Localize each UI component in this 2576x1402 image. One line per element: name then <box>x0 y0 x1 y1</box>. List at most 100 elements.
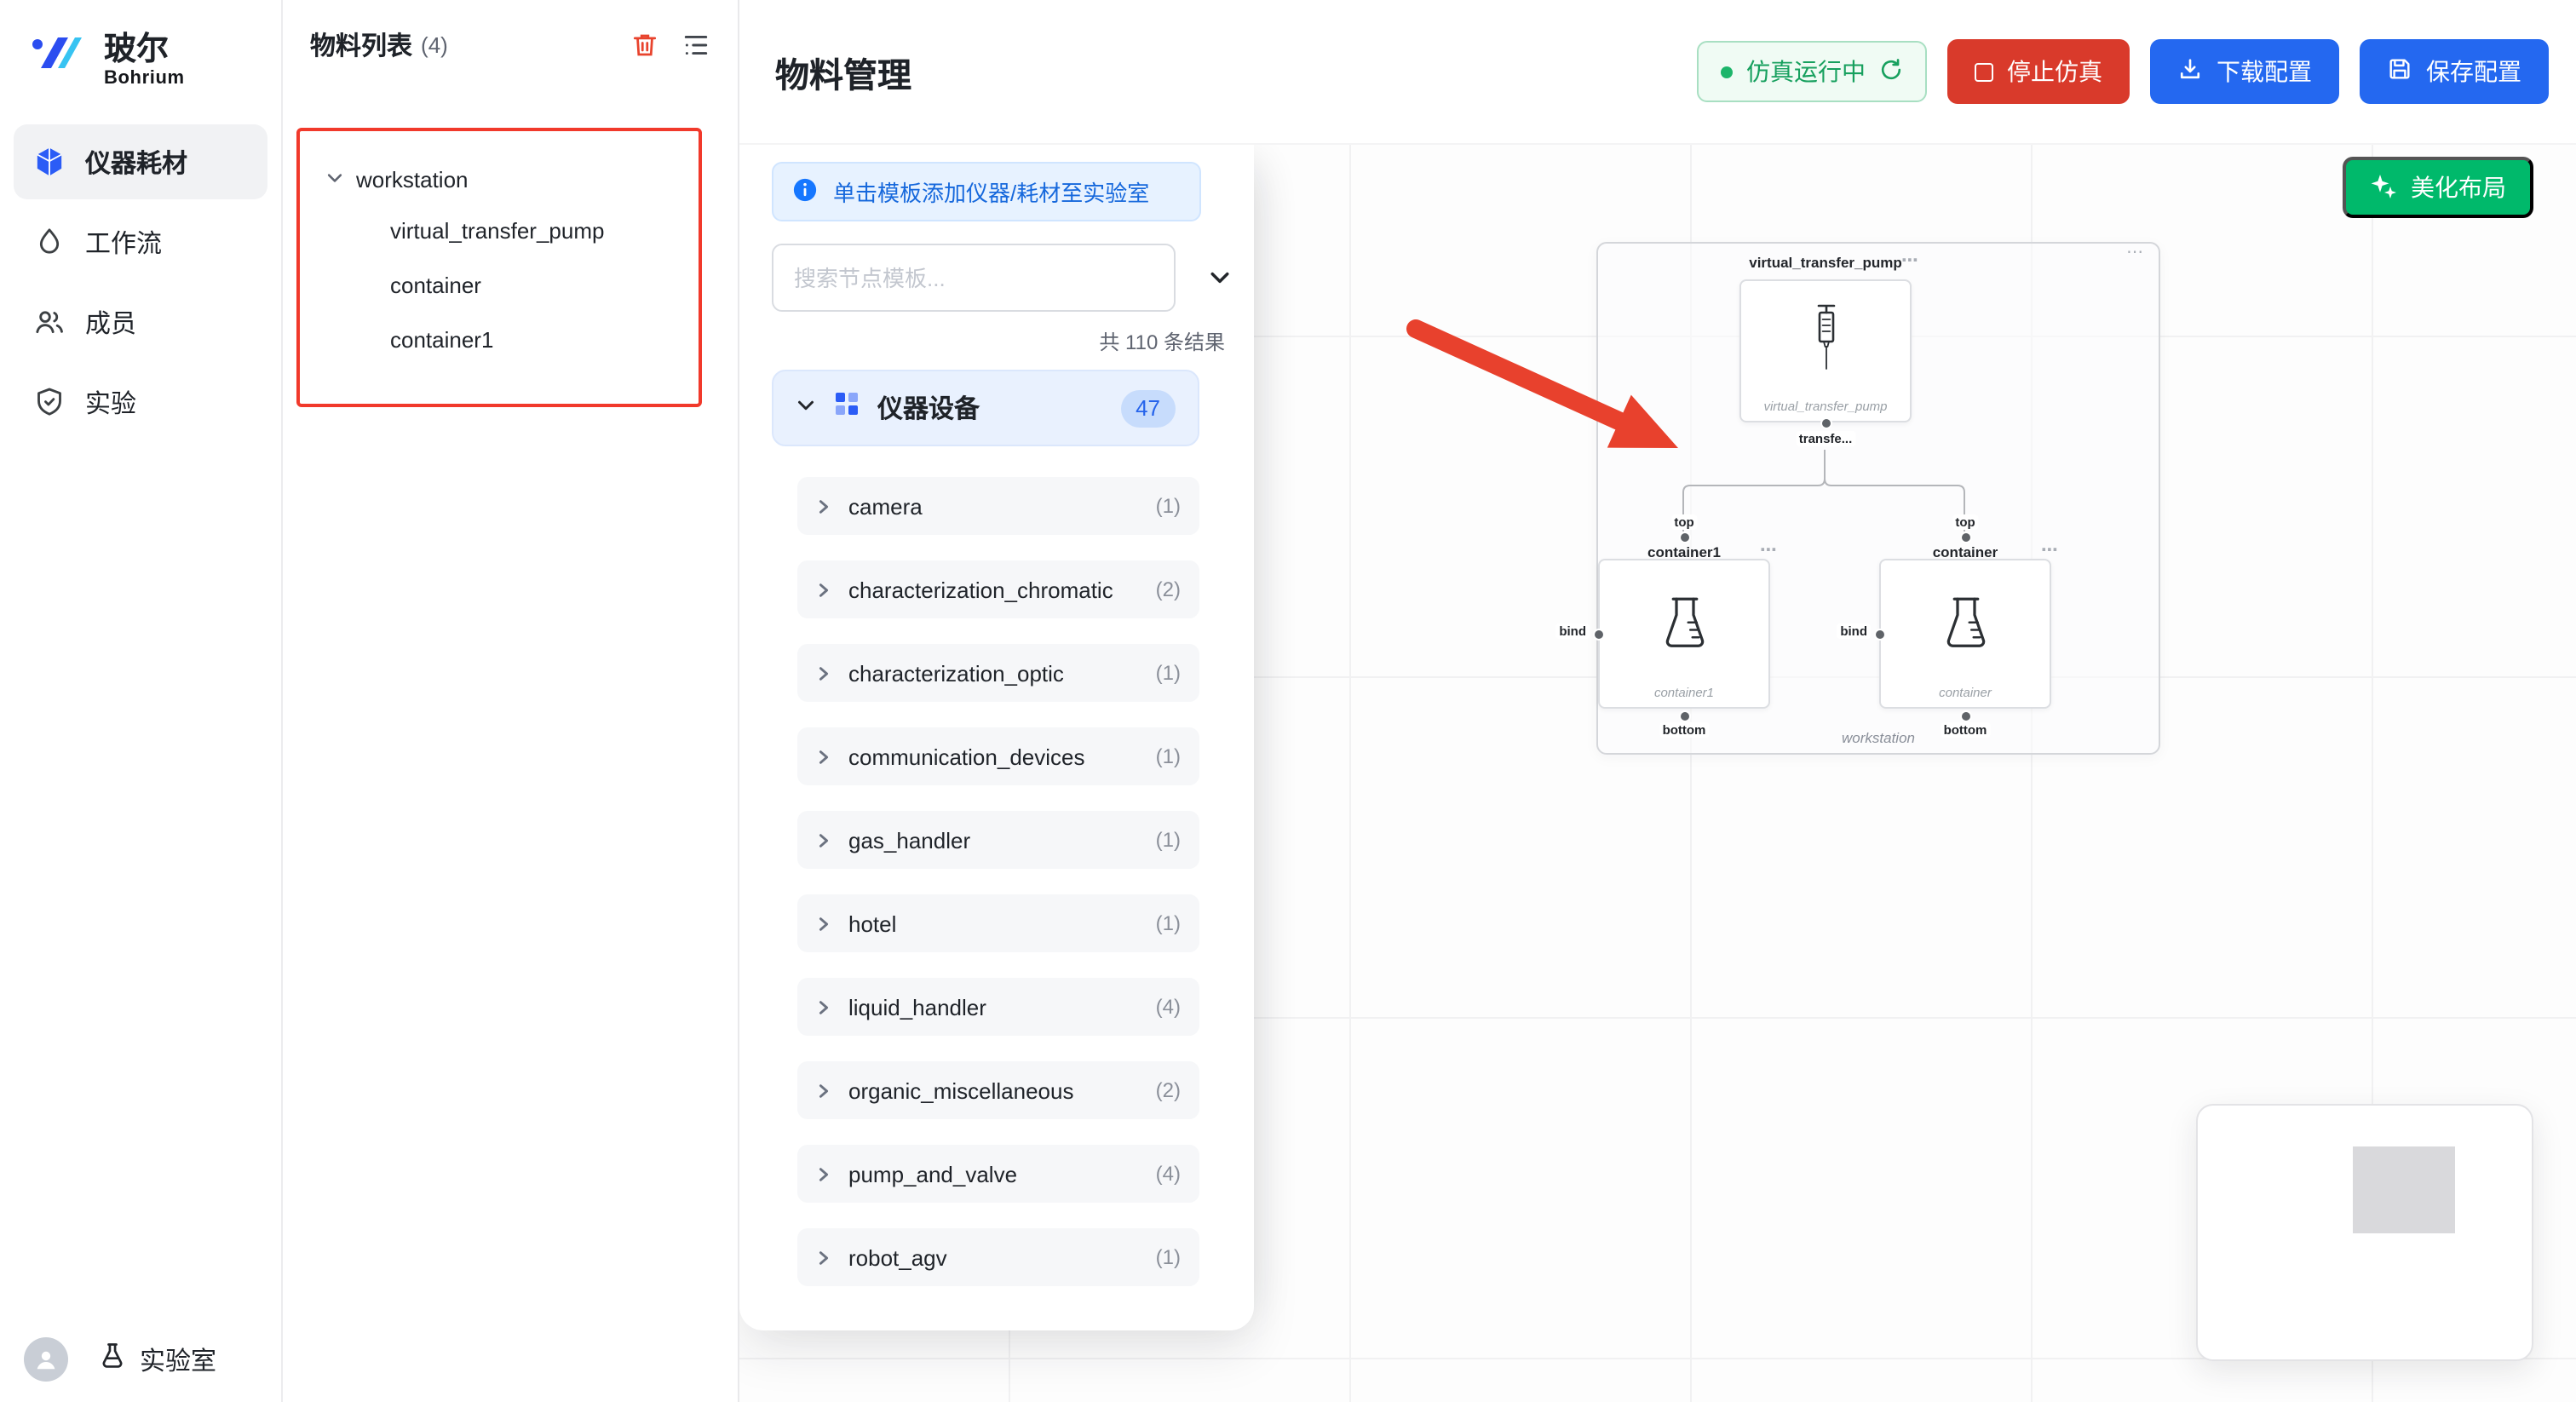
simulation-status-pill[interactable]: 仿真运行中 <box>1697 41 1927 102</box>
beaker-icon <box>1940 560 1991 685</box>
chevron-down-icon[interactable] <box>325 166 344 192</box>
chevron-right-icon <box>816 1166 831 1181</box>
bohrium-logo-icon <box>24 24 89 97</box>
node-caption: container1 <box>1653 685 1715 700</box>
category-count: (1) <box>1155 661 1181 685</box>
sidebar: 玻尔 Bohrium 仪器耗材 工作流 成员 <box>0 0 283 1402</box>
sidebar-item-experiments[interactable]: 实验 <box>14 365 267 440</box>
node-card[interactable]: container1 <box>1598 559 1770 709</box>
brand-subname: Bohrium <box>104 68 185 89</box>
category-row-characterization_chromatic[interactable]: characterization_chromatic(2) <box>797 560 1199 618</box>
section-instruments[interactable]: 仪器设备 47 <box>772 370 1199 446</box>
category-count: (1) <box>1155 744 1181 768</box>
category-label: organic_miscellaneous <box>848 1077 1074 1103</box>
sidebar-item-instruments[interactable]: 仪器耗材 <box>14 124 267 199</box>
main-area: 物料管理 仿真运行中 停止仿真 下载配置 <box>739 0 2576 1402</box>
category-row-gas_handler[interactable]: gas_handler(1) <box>797 811 1199 869</box>
category-row-liquid_handler[interactable]: liquid_handler(4) <box>797 978 1199 1036</box>
node-container[interactable]: top container ⋯ container <box>1837 514 2058 739</box>
save-config-button[interactable]: 保存配置 <box>2360 39 2549 104</box>
trash-icon[interactable] <box>630 31 659 60</box>
port-dot[interactable] <box>1821 419 1830 428</box>
refresh-icon[interactable] <box>1879 57 1903 86</box>
tree-item-label: virtual_transfer_pump <box>390 217 605 243</box>
port-dot-bind[interactable] <box>1595 630 1603 639</box>
tree-item-virtual-transfer-pump[interactable]: virtual_transfer_pump <box>325 203 699 257</box>
category-row-communication_devices[interactable]: communication_devices(1) <box>797 727 1199 785</box>
tree-item-label: workstation <box>356 166 469 192</box>
port-dot-bind[interactable] <box>1876 630 1884 639</box>
more-options-icon[interactable]: ⋯ <box>2126 244 2145 262</box>
beautify-layout-button[interactable]: 美化布局 <box>2343 157 2533 218</box>
chevron-down-icon <box>796 393 816 423</box>
category-label: camera <box>848 493 923 519</box>
minimap[interactable] <box>2196 1104 2533 1361</box>
section-count-badge: 47 <box>1120 389 1176 427</box>
category-count: (1) <box>1155 1245 1181 1269</box>
port-dot-bottom[interactable] <box>1680 712 1688 721</box>
port-label-top: top <box>1670 514 1698 530</box>
more-options-icon[interactable]: ⋯ <box>1760 542 1779 560</box>
page-header: 物料管理 仿真运行中 停止仿真 下载配置 <box>739 0 2576 145</box>
stop-simulation-button[interactable]: 停止仿真 <box>1947 39 2130 104</box>
tree-item-container[interactable]: container <box>325 257 699 312</box>
category-label: characterization_chromatic <box>848 577 1113 602</box>
tree-list-icon[interactable] <box>681 31 710 60</box>
node-virtual-transfer-pump[interactable]: virtual_transfer_pump ⋯ virtual_transfe <box>1739 252 1920 458</box>
port-label-bind: bind <box>1555 623 1590 639</box>
material-list-panel: 物料列表 (4) workstation virtual_transfer_pu… <box>283 0 739 1402</box>
port-label-top: top <box>1952 514 1979 530</box>
category-count: (4) <box>1155 1162 1181 1186</box>
node-card[interactable]: container <box>1879 559 2051 709</box>
sidebar-item-workflow[interactable]: 工作流 <box>14 204 267 279</box>
tree-item-container1[interactable]: container1 <box>325 312 699 366</box>
category-count: (2) <box>1155 1078 1181 1102</box>
tree-item-workstation[interactable]: workstation <box>325 155 699 203</box>
chevron-right-icon <box>816 999 831 1014</box>
node-title: container1 ⋯ <box>1647 542 1779 560</box>
avatar[interactable] <box>24 1337 68 1382</box>
flask-icon <box>97 1341 128 1378</box>
template-hint-text: 单击模板添加仪器/耗材至实验室 <box>833 181 1150 206</box>
port-dot-top[interactable] <box>1961 533 1969 542</box>
sparkle-icon <box>2370 171 2397 204</box>
category-label: pump_and_valve <box>848 1161 1018 1187</box>
tree-item-label: container1 <box>390 326 494 352</box>
category-row-hotel[interactable]: hotel(1) <box>797 894 1199 952</box>
sidebar-item-label: 实验 <box>85 389 137 418</box>
results-count-text: 共 110 条结果 <box>1099 330 1225 354</box>
save-icon <box>2387 56 2412 87</box>
sidebar-footer: 实验室 <box>0 1337 281 1382</box>
minimap-viewport[interactable] <box>2353 1146 2455 1233</box>
node-card[interactable]: virtual_transfer_pump <box>1739 279 1912 422</box>
port-dot-bottom[interactable] <box>1961 712 1969 721</box>
category-row-pump_and_valve[interactable]: pump_and_valve (4) <box>797 1145 1199 1203</box>
category-row-characterization_optic[interactable]: characterization_optic(1) <box>797 644 1199 702</box>
category-count: (1) <box>1155 911 1181 935</box>
category-label: robot_agv <box>848 1244 947 1270</box>
category-row-robot_agv[interactable]: robot_agv (1) <box>797 1228 1199 1286</box>
node-container1[interactable]: top container1 ⋯ container1 <box>1555 514 1779 739</box>
category-row-organic_miscellaneous[interactable]: organic_miscellaneous (2) <box>797 1061 1199 1119</box>
cube-icon <box>32 145 66 179</box>
brand-logo: 玻尔 Bohrium <box>0 0 281 124</box>
download-config-button[interactable]: 下载配置 <box>2150 39 2339 104</box>
chevron-right-icon <box>816 582 831 597</box>
material-list-count: (4) <box>421 32 448 58</box>
workflow-canvas[interactable]: 单击模板添加仪器/耗材至实验室 共 110 条结果 仪 <box>739 145 2576 1402</box>
lab-switcher[interactable]: 实验室 <box>97 1341 216 1378</box>
port-label-bottom: bottom <box>1659 722 1710 738</box>
more-options-icon[interactable]: ⋯ <box>1901 252 1920 271</box>
chevron-right-icon <box>816 832 831 848</box>
sidebar-item-members[interactable]: 成员 <box>14 284 267 359</box>
node-title: virtual_transfer_pump ⋯ <box>1749 252 1920 271</box>
chevron-right-icon <box>816 749 831 764</box>
search-input[interactable] <box>772 244 1176 312</box>
template-hint-banner[interactable]: 单击模板添加仪器/耗材至实验室 <box>772 162 1201 221</box>
beaker-icon <box>1659 560 1710 685</box>
sidebar-item-label: 仪器耗材 <box>85 149 188 178</box>
category-row-camera[interactable]: camera(1) <box>797 477 1199 535</box>
port-dot-top[interactable] <box>1680 533 1688 542</box>
panel-collapse-chevron-icon[interactable] <box>1208 266 1232 290</box>
more-options-icon[interactable]: ⋯ <box>2041 542 2060 560</box>
